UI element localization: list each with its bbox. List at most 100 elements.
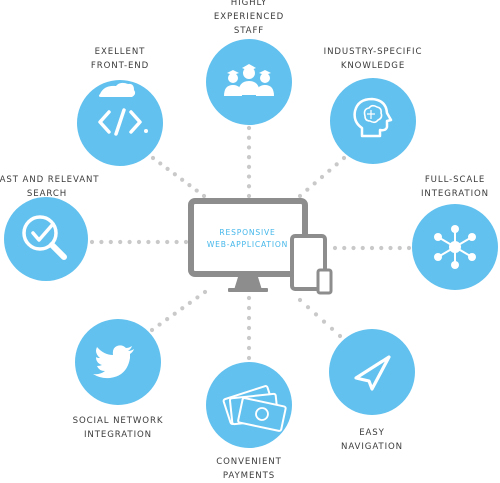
connector-dot (180, 306, 185, 311)
label-navigation-line1: EASY (359, 428, 385, 438)
center-label-line2: WEB-APPLICATION (206, 240, 289, 249)
connector-dot (172, 311, 177, 316)
connector-dot (202, 289, 208, 295)
label-payments: CONVENIENT PAYMENTS (199, 455, 299, 483)
connector-dot (337, 333, 343, 339)
connector-dot (313, 312, 319, 317)
connector-dot (246, 193, 252, 199)
connector-dot (397, 245, 402, 251)
label-frontend: EXELLENT FRONT-END (70, 45, 170, 73)
connector-dot (297, 297, 303, 303)
search-check-icon (22, 215, 67, 260)
connector-dot (150, 155, 156, 161)
connector-dot (136, 239, 142, 245)
dotted-connectors (89, 125, 412, 361)
label-social: SOCIAL NETWORK INTEGRATION (63, 414, 173, 442)
code-icon (98, 82, 148, 136)
connector-dot (305, 187, 310, 192)
connector-dot (379, 245, 384, 251)
label-frontend-line1: EXELLENT (94, 47, 146, 57)
connector-dot (146, 239, 151, 245)
connector-dot (351, 245, 356, 251)
navigation-arrow-icon (354, 355, 391, 391)
circle-navigation (329, 329, 415, 415)
connector-dot (327, 168, 332, 173)
connector-dot (246, 174, 252, 179)
connector-dot (157, 322, 162, 327)
network-icon (434, 225, 476, 269)
connector-dot (329, 326, 335, 331)
center-label-line1: RESPONSIVE (219, 228, 276, 237)
connector-dot (297, 193, 303, 199)
connector-dot (127, 239, 132, 245)
connector-dot (149, 327, 155, 333)
connector-dot (246, 164, 252, 169)
phone-icon (316, 268, 333, 295)
connector-dot (246, 135, 252, 140)
connector-dot (246, 325, 252, 331)
group-icon (224, 64, 274, 96)
connector-dot (246, 125, 252, 131)
connector-dot (312, 181, 317, 186)
connector-dot (155, 239, 160, 245)
label-knowledge-line2: KNOWLEDGE (340, 61, 406, 71)
connector-dot (201, 193, 207, 199)
connector-dot (108, 239, 113, 245)
label-staff-line1: HIGHLY (230, 0, 268, 8)
brain-head-icon (353, 97, 393, 138)
connector-dot (332, 245, 338, 251)
connector-dot (158, 161, 163, 166)
label-knowledge-line1: INDUSTRY-SPECIFIC (323, 47, 423, 57)
label-integration-line2: INTEGRATION (420, 189, 489, 199)
connector-dot (341, 155, 347, 161)
label-navigation-line2: NAVIGATION (340, 442, 404, 452)
connector-dot (165, 166, 170, 171)
label-search-line2: SEARCH (26, 189, 68, 199)
label-staff: HIGHLY EXPERIENCED STAFF (199, 0, 299, 38)
connector-dot (187, 183, 192, 188)
label-staff-line2: EXPERIENCED (213, 12, 285, 22)
label-staff-line3: STAFF (233, 26, 265, 36)
connector-dot (246, 355, 252, 361)
connector-dot (369, 245, 375, 251)
connector-dot (388, 245, 393, 251)
connector-dot (360, 245, 365, 251)
connector-dot (195, 295, 200, 300)
label-payments-line1: CONVENIENT (216, 457, 282, 467)
connector-dot (165, 317, 170, 322)
label-social-line2: INTEGRATION (83, 430, 152, 440)
connector-dot (165, 239, 170, 245)
connector-dot (187, 300, 192, 305)
connector-dot (342, 245, 347, 251)
connector-dot (246, 155, 252, 160)
connector-dot (319, 174, 325, 180)
label-frontend-line2: FRONT-END (90, 61, 150, 71)
connector-dot (246, 295, 252, 301)
connector-dot (118, 239, 123, 245)
label-navigation: EASY NAVIGATION (327, 426, 417, 454)
connector-dot (246, 345, 252, 351)
connector-dot (334, 162, 339, 167)
connector-dot (246, 145, 252, 150)
center-label: RESPONSIVE WEB-APPLICATION (200, 227, 295, 251)
connector-dot (246, 315, 252, 321)
connector-dot (180, 177, 185, 182)
connector-dot (99, 239, 104, 245)
connector-dot (321, 319, 327, 324)
label-integration-line1: FULL-SCALE (424, 175, 486, 185)
connector-dot (89, 239, 95, 245)
twitter-bird-icon (93, 345, 134, 379)
label-knowledge: INDUSTRY-SPECIFIC KNOWLEDGE (313, 45, 433, 73)
label-payments-line2: PAYMENTS (222, 471, 276, 481)
connector-dot (172, 172, 177, 177)
connector-dot (305, 305, 311, 310)
label-social-line1: SOCIAL NETWORK (72, 416, 164, 426)
label-search-line1: FAST AND RELEVANT (0, 175, 100, 185)
connector-dot (174, 239, 179, 245)
connector-dot (406, 245, 412, 251)
connector-dot (194, 188, 199, 193)
connector-dot (246, 184, 252, 189)
circle-knowledge (330, 78, 416, 164)
label-search: FAST AND RELEVANT SEARCH (0, 173, 102, 201)
